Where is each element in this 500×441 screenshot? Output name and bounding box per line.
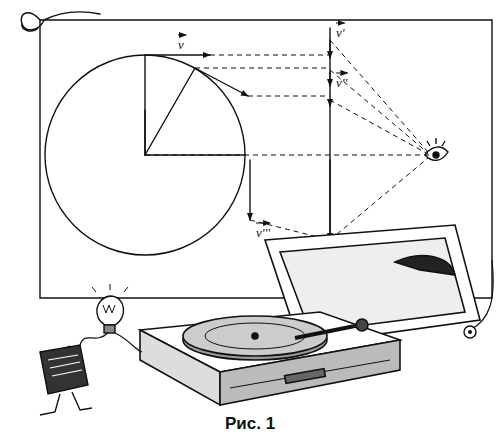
vector-arrow	[336, 73, 347, 74]
vector-arrow	[336, 23, 345, 24]
vector-arrow	[256, 223, 270, 224]
velocity-label: v'	[336, 26, 345, 39]
figure-caption: Рис. 1	[225, 414, 275, 434]
velocity-label: v'''	[256, 226, 270, 239]
vector-arrow	[178, 35, 186, 36]
velocity-label: v''	[336, 76, 347, 89]
velocity-label: v	[178, 38, 184, 51]
